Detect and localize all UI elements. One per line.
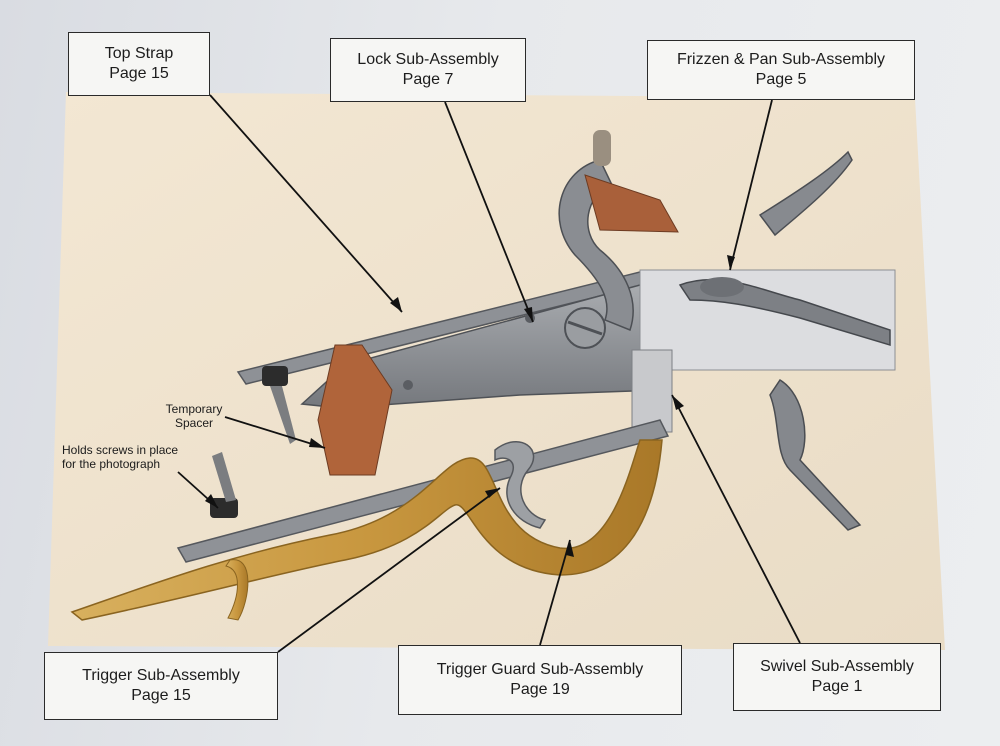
top-strap-screw bbox=[262, 366, 288, 386]
lower-screw-thread bbox=[212, 452, 236, 502]
arrowhead-trigger-guard bbox=[566, 540, 574, 557]
label-top-strap-title: Top Strap bbox=[104, 45, 174, 62]
arrowhead-frizzen bbox=[727, 255, 735, 270]
arrowhead-screws bbox=[205, 494, 218, 508]
leader-trigger bbox=[277, 487, 501, 653]
trigger-guard-finial bbox=[225, 559, 249, 621]
temporary-spacer bbox=[317, 344, 393, 476]
leader-frizzen bbox=[729, 99, 773, 271]
flint-wood bbox=[584, 174, 679, 233]
label-frizzen-page: Page 5 bbox=[755, 71, 807, 88]
arrowhead-lock bbox=[524, 307, 533, 322]
note-holds-screws: Holds screws in place for the photograph bbox=[62, 443, 212, 471]
trigger bbox=[494, 440, 547, 529]
label-frizzen-title: Frizzen & Pan Sub-Assembly bbox=[676, 51, 886, 68]
arrowhead-swivel bbox=[672, 395, 684, 410]
label-lock-page: Page 7 bbox=[402, 71, 454, 88]
leader-trigger-guard bbox=[539, 539, 571, 646]
leader-spacer bbox=[224, 416, 326, 449]
hammer-jaw-screw bbox=[593, 130, 611, 166]
lock-screw-2 bbox=[403, 380, 413, 390]
label-lock-title: Lock Sub-Assembly bbox=[357, 51, 499, 68]
note-spacer-line2: Spacer bbox=[174, 416, 214, 430]
tumbler-screw-slot bbox=[567, 320, 603, 336]
label-swivel: Swivel Sub-Assembly Page 1 bbox=[733, 643, 941, 711]
sear-spring bbox=[769, 378, 862, 531]
top-strap-screw-thread bbox=[270, 386, 296, 444]
label-trigger-title: Trigger Sub-Assembly bbox=[82, 667, 240, 684]
lower-screw-head bbox=[210, 498, 238, 518]
leader-top-strap bbox=[209, 94, 403, 313]
arrowhead-trigger bbox=[485, 488, 500, 498]
swivel-block bbox=[631, 349, 673, 433]
label-swivel-title: Swivel Sub-Assembly bbox=[760, 658, 914, 675]
arrowhead-top-strap bbox=[390, 297, 402, 312]
label-lock: Lock Sub-Assembly Page 7 bbox=[330, 38, 526, 102]
label-top-strap: Top Strap Page 15 bbox=[68, 32, 210, 96]
pan bbox=[700, 277, 744, 297]
label-top-strap-page: Page 15 bbox=[109, 65, 169, 82]
label-trigger: Trigger Sub-Assembly Page 15 bbox=[44, 652, 278, 720]
frizzen bbox=[758, 150, 853, 237]
label-trigger-guard: Trigger Guard Sub-Assembly Page 19 bbox=[398, 645, 682, 715]
label-swivel-page: Page 1 bbox=[811, 678, 863, 695]
leader-swivel bbox=[671, 394, 801, 644]
note-spacer-line1: Temporary bbox=[165, 402, 223, 416]
trigger-guard bbox=[70, 439, 663, 621]
label-trigger-guard-page: Page 19 bbox=[510, 681, 570, 698]
label-trigger-guard-title: Trigger Guard Sub-Assembly bbox=[436, 661, 644, 678]
note-screws-line2: for the photograph bbox=[62, 457, 161, 471]
note-temporary-spacer: Temporary Spacer bbox=[152, 402, 236, 430]
leader-lock bbox=[444, 101, 534, 323]
hammer bbox=[558, 159, 634, 331]
label-trigger-page: Page 15 bbox=[131, 687, 191, 704]
label-frizzen: Frizzen & Pan Sub-Assembly Page 5 bbox=[647, 40, 915, 100]
arrowhead-spacer bbox=[309, 438, 325, 448]
note-screws-line1: Holds screws in place bbox=[62, 443, 179, 457]
